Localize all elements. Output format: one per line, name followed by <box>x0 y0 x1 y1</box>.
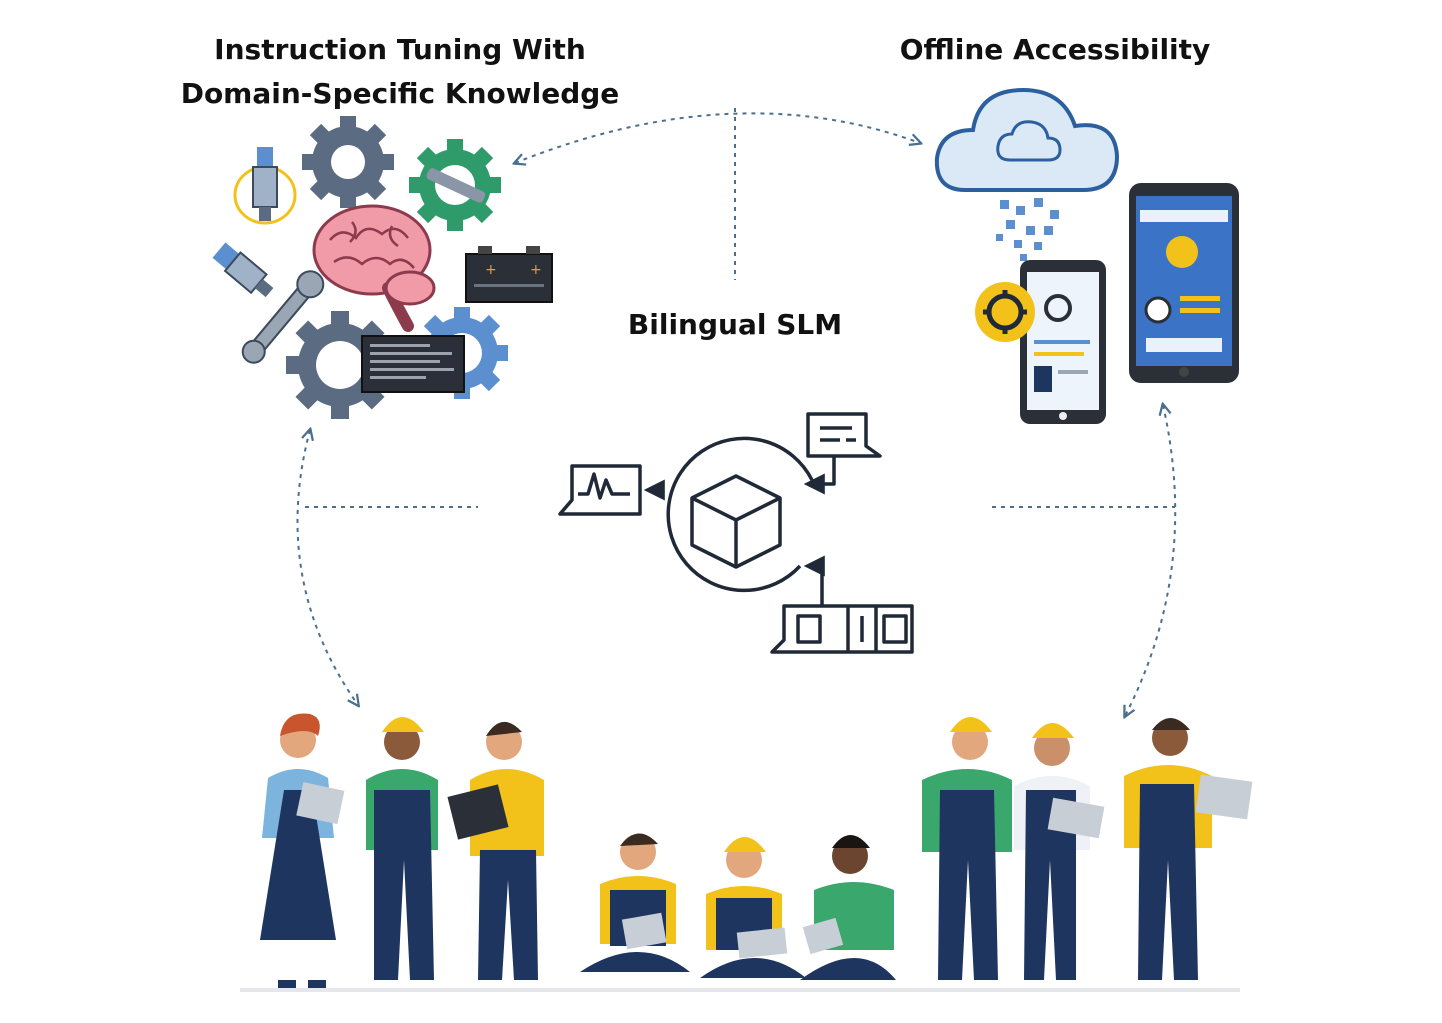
top-arc-arrow <box>515 112 920 163</box>
smartphone-icon <box>1020 260 1106 424</box>
waveform-bubble-icon <box>558 464 665 516</box>
instruction-tuning-title-line1: Instruction Tuning With <box>214 33 586 66</box>
right-arc-arrow <box>1125 405 1177 716</box>
cycle-circle-icon <box>666 436 814 593</box>
document-panel-icon <box>361 335 465 393</box>
instruction-tuning-illustration: + + <box>212 116 553 419</box>
instruction-tuning-title-line2: Domain-Specific Knowledge <box>180 77 620 110</box>
battery-icon: + + <box>465 246 553 303</box>
cloud-icon <box>934 87 1120 261</box>
svg-text:+: + <box>530 262 542 278</box>
worker-icon <box>1014 723 1105 980</box>
offline-accessibility-illustration <box>934 87 1239 424</box>
worker-icon <box>447 721 544 980</box>
bilingual-slm-icon <box>558 412 914 654</box>
chat-bubble-icon <box>803 412 882 495</box>
worker-icon <box>366 717 438 980</box>
worker-icon <box>1124 718 1253 980</box>
settings-badge-icon <box>975 282 1035 342</box>
gear-icon <box>302 116 394 208</box>
instruction-tuning-title: Instruction Tuning With Domain-Specific … <box>140 28 660 116</box>
binary-icon <box>770 555 914 654</box>
worker-icon <box>700 837 806 978</box>
cube-icon <box>690 474 782 569</box>
worker-icon <box>580 833 690 972</box>
gear-icon <box>409 139 501 231</box>
spark-plug-icon <box>233 147 297 225</box>
bilingual-slm-title: Bilingual SLM <box>627 308 843 341</box>
worker-icon <box>800 835 896 980</box>
smartphone-icon <box>1129 183 1239 383</box>
left-arc-arrow <box>296 430 359 705</box>
offline-accessibility-title: Offline Accessibility <box>899 33 1211 66</box>
svg-text:+: + <box>485 262 497 278</box>
connector-arrows <box>296 108 1177 716</box>
brain-icon <box>312 204 436 332</box>
worker-icon <box>260 713 345 988</box>
workers-group <box>240 713 1253 992</box>
wrench-icon <box>241 270 325 364</box>
spark-plug-icon <box>212 242 274 298</box>
worker-icon <box>922 717 1012 980</box>
